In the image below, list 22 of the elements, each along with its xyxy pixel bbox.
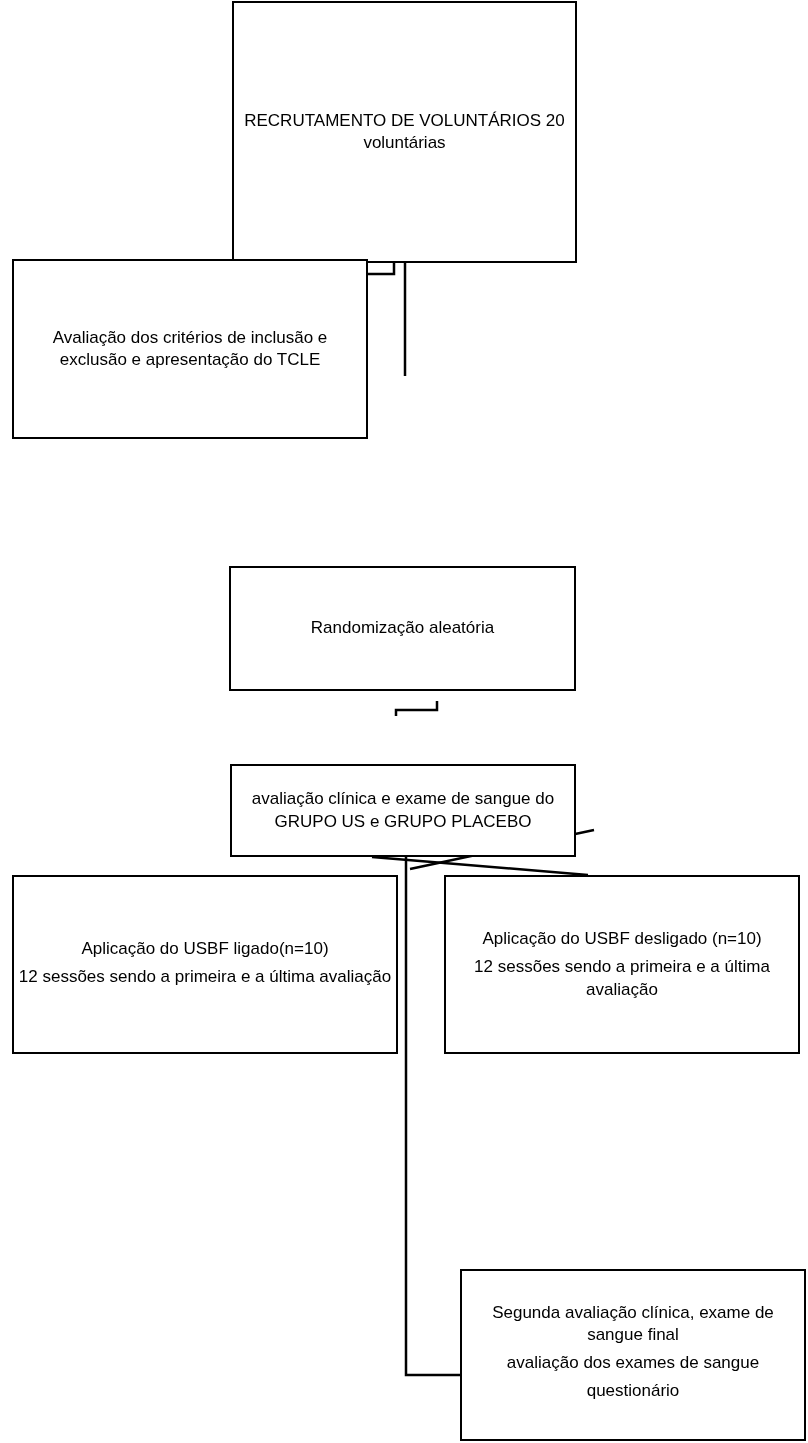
process-box <box>12 259 368 439</box>
process-box <box>460 1269 806 1441</box>
process-box <box>232 1 577 263</box>
box-text: 12 sessões sendo a primeira e a última avaliação <box>473 956 771 1001</box>
box-text: avaliação dos exames de sangue <box>506 1352 760 1375</box>
connector-line <box>371 855 589 877</box>
box-text: RECRUTAMENTO DE VOLUNTÁRIOS 20 voluntárias <box>243 109 566 154</box>
process-box <box>230 764 576 857</box>
box-text: questionário <box>586 1380 680 1403</box>
box-text: Aplicação do USBF ligado(n=10) <box>81 938 329 960</box>
box-text: 12 sessões sendo a primeira e a última avaliação <box>18 966 392 989</box>
box-text: Segunda avaliação clínica, exame de sangue final <box>491 1302 775 1347</box>
box-text: Aplicação do USBF desligado (n=10) <box>482 928 762 951</box>
box-text: avaliação clínica e exame de sangue do GRUPO US e GRUPO PLACEBO <box>250 788 556 833</box>
process-box <box>444 875 800 1054</box>
box-text: Avaliação dos critérios de inclusão e exclusão e apresentação do TCLE <box>51 326 329 371</box>
process-box <box>229 566 576 691</box>
connector-line <box>404 857 460 1377</box>
connector-line <box>403 263 407 376</box>
connector-line <box>368 263 396 276</box>
process-box <box>12 875 398 1054</box>
box-text: Randomização aleatória <box>310 617 495 640</box>
